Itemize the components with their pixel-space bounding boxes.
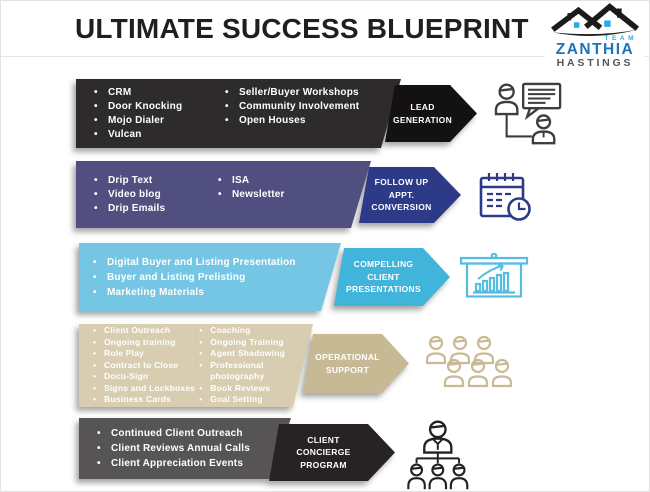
bullet-item: ISA <box>216 174 285 188</box>
row-operational-support: Client OutreachOngoing trainingRole Play… <box>1 324 650 408</box>
arrow-label: CLIENT CONCIERGE PROGRAM <box>296 434 351 470</box>
client-concierge-arrow: CLIENT CONCIERGE PROGRAM <box>269 424 395 481</box>
bullet-item: Newsletter <box>216 188 285 202</box>
arrow-label: FOLLOW UP APPT. CONVERSION <box>371 177 432 213</box>
follow-up-arrow: FOLLOW UP APPT. CONVERSION <box>359 167 461 223</box>
bullet-item: Client Outreach <box>91 325 197 337</box>
arrow-label: COMPELLING CLIENT PRESENTATIONS <box>346 259 421 295</box>
bullet-item: Docu-Sign <box>91 371 197 383</box>
bullet-item: Mojo Dialer <box>92 114 223 128</box>
lead-generation-body: CRMDoor KnockingMojo DialerVulcan Seller… <box>76 79 401 148</box>
follow-up-body: Drip TextVideo blogDrip Emails ISANewsle… <box>76 161 371 228</box>
bullet-item: Seller/Buyer Workshops <box>223 86 359 100</box>
follow-up-banner: Drip TextVideo blogDrip Emails ISANewsle… <box>1 161 650 229</box>
bullet-item: Drip Text <box>92 174 216 188</box>
team-group-icon <box>419 334 523 394</box>
bullet-list: Drip TextVideo blogDrip Emails <box>92 174 216 216</box>
bullet-list: Seller/Buyer WorkshopsCommunity Involvem… <box>223 86 359 128</box>
calendar-clock-icon <box>477 171 537 223</box>
network-chat-icon <box>491 81 567 151</box>
bullet-list: CoachingOngoing TrainingAgent ShadowingP… <box>197 325 313 406</box>
operational-support-banner: Client OutreachOngoing trainingRole Play… <box>1 324 650 408</box>
logo-team-text: TEAM <box>604 35 637 42</box>
operational-support-body: Client OutreachOngoing trainingRole Play… <box>79 324 313 407</box>
bullet-item: Buyer and Listing Prelisting <box>91 270 296 285</box>
bullet-item: Drip Emails <box>92 202 216 216</box>
bullet-item: Book Reviews <box>197 383 313 395</box>
bullet-list: ISANewsletter <box>216 174 285 202</box>
client-concierge-banner: Continued Client OutreachClient Reviews … <box>1 418 650 492</box>
arrow-label: OPERATIONAL SUPPORT <box>315 352 380 375</box>
bullet-item: Open Houses <box>223 114 359 128</box>
bullet-item: Coaching <box>197 325 313 337</box>
lead-generation-arrow: LEAD GENERATION <box>385 85 477 142</box>
bullet-item: Professional photography <box>197 360 313 383</box>
row-client-concierge-program: Continued Client OutreachClient Reviews … <box>1 418 650 492</box>
presentations-body: Digital Buyer and Listing PresentationBu… <box>79 243 341 311</box>
bullet-item: Client Appreciation Events <box>95 456 250 471</box>
presentations-banner: Digital Buyer and Listing PresentationBu… <box>1 243 650 313</box>
bullet-item: Contract to Close <box>91 360 197 372</box>
bullet-item: Role Play <box>91 348 197 360</box>
lead-generation-banner: CRMDoor KnockingMojo DialerVulcan Seller… <box>1 79 650 153</box>
bullet-item: CRM <box>92 86 223 100</box>
row-compelling-client-presentations: Digital Buyer and Listing PresentationBu… <box>1 243 650 313</box>
bullet-list: CRMDoor KnockingMojo DialerVulcan <box>92 86 223 142</box>
bullet-item: Vulcan <box>92 128 223 142</box>
header-divider <box>1 56 649 57</box>
bullet-list: Digital Buyer and Listing PresentationBu… <box>91 255 296 300</box>
bullet-list: Client OutreachOngoing trainingRole Play… <box>91 325 197 406</box>
org-chart-icon <box>404 419 489 491</box>
bullet-item: Ongoing Training <box>197 337 313 349</box>
bullet-list: Continued Client OutreachClient Reviews … <box>95 426 250 471</box>
bullet-item: Continued Client Outreach <box>95 426 250 441</box>
operational-support-arrow: OPERATIONAL SUPPORT <box>303 334 409 393</box>
presentations-arrow: COMPELLING CLIENT PRESENTATIONS <box>334 248 450 306</box>
bullet-item: Digital Buyer and Listing Presentation <box>91 255 296 270</box>
team-logo: TEAM ZANTHIA HASTINGS <box>545 3 645 69</box>
bullet-item: Business Cards <box>91 394 197 406</box>
logo-surname-text: HASTINGS <box>556 57 634 69</box>
bullet-item: Ongoing training <box>91 337 197 349</box>
bullet-item: Client Reviews Annual Calls <box>95 441 250 456</box>
bullet-item: Marketing Materials <box>91 285 296 300</box>
bullet-item: Community Involvement <box>223 100 359 114</box>
logo-house-icon <box>551 3 639 36</box>
client-concierge-body: Continued Client OutreachClient Reviews … <box>79 418 291 479</box>
logo-name-text: ZANTHIA <box>555 41 635 58</box>
page-title: ULTIMATE SUCCESS BLUEPRINT <box>75 13 529 44</box>
bullet-item: Agent Shadowing <box>197 348 313 360</box>
presentation-chart-icon <box>458 253 530 307</box>
bullet-item: Video blog <box>92 188 216 202</box>
arrow-label: LEAD GENERATION <box>392 102 453 125</box>
bullet-item: Door Knocking <box>92 100 223 114</box>
bullet-item: Goal Setting <box>197 394 313 406</box>
bullet-item: Signs and Lockboxes <box>91 383 197 395</box>
row-lead-generation: CRMDoor KnockingMojo DialerVulcan Seller… <box>1 79 650 153</box>
row-follow-up-appt-conversion: Drip TextVideo blogDrip Emails ISANewsle… <box>1 161 650 229</box>
